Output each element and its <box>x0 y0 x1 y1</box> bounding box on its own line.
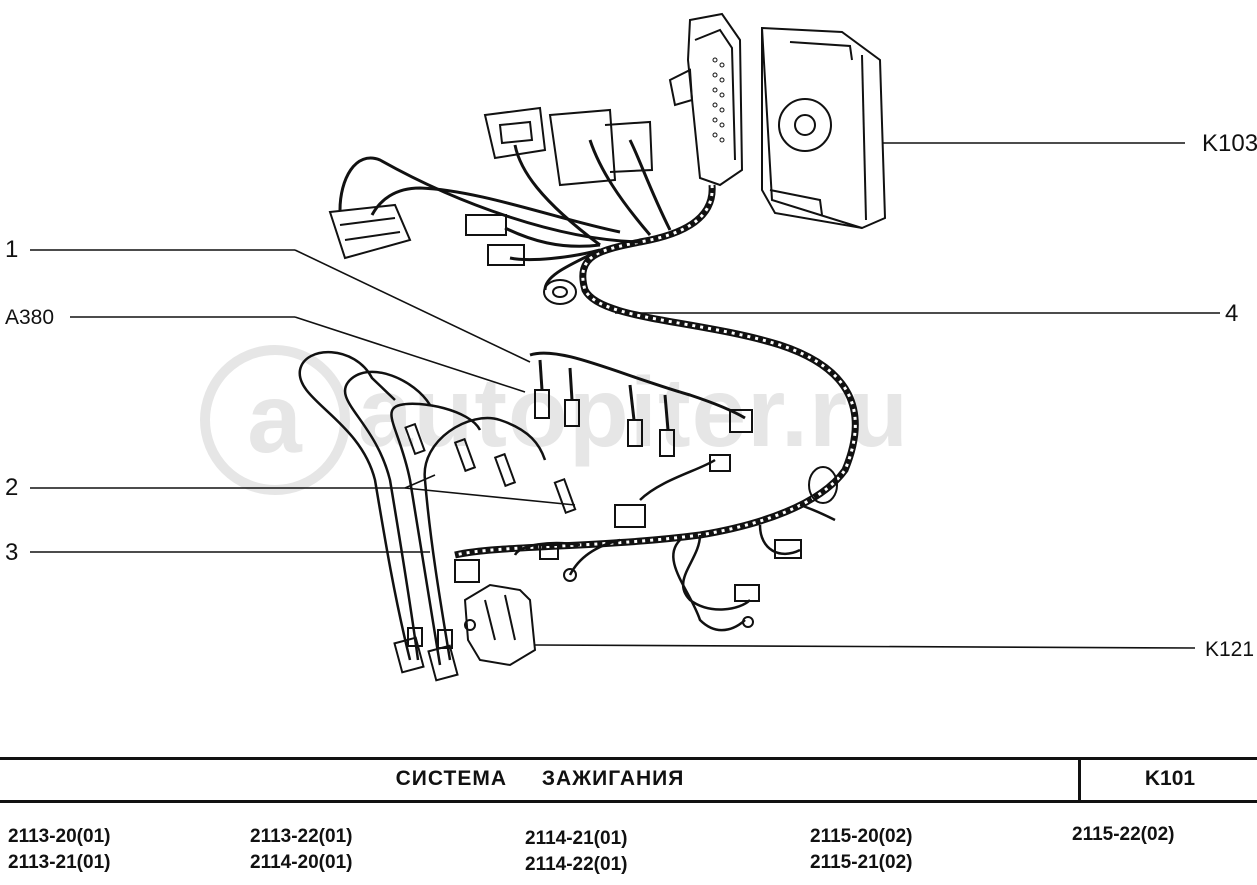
injector-harness <box>529 351 746 431</box>
round-connector <box>543 279 577 305</box>
title-rule-top <box>0 757 1257 760</box>
small-connector-2 <box>487 244 525 266</box>
ecu-connector <box>668 12 744 187</box>
model-code: 2113-20(01) <box>8 826 111 847</box>
sensor-connectors <box>454 454 838 628</box>
label-k103: K103 <box>1202 130 1257 157</box>
model-code: 2115-21(02) <box>810 852 913 873</box>
relay-connector <box>483 106 547 160</box>
model-code: 2115-20(02) <box>810 826 913 847</box>
label-3: 3 <box>5 539 19 566</box>
label-1: 1 <box>5 236 19 263</box>
leader-k121 <box>534 644 1196 649</box>
ecu-module <box>761 26 887 230</box>
label-2: 2 <box>5 474 19 501</box>
title-code: K101 <box>1144 767 1196 790</box>
model-code: 2113-21(01) <box>8 852 111 873</box>
model-code: 2115-22(02) <box>1072 824 1175 845</box>
title-divider <box>1078 757 1081 803</box>
title-text: СИСТЕМА ЗАЖИГАНИЯ <box>395 767 685 790</box>
watermark-at-sign: a <box>200 345 350 495</box>
model-code: 2114-22(01) <box>525 854 628 875</box>
leader-2b <box>404 487 576 506</box>
model-code: 2113-22(01) <box>250 826 353 847</box>
title-rule-bottom <box>0 800 1257 803</box>
ignition-module <box>463 583 537 667</box>
wiring-harness-diagram <box>30 12 1220 682</box>
small-connector-1 <box>465 214 507 236</box>
leader-a380b <box>294 316 526 393</box>
multi-connector-top <box>548 108 654 187</box>
spark-plugs <box>404 422 577 515</box>
leader-1b <box>294 249 531 363</box>
model-code: 2114-20(01) <box>250 852 353 873</box>
ignition-wires <box>298 350 547 666</box>
injectors <box>534 389 753 457</box>
label-a380: A380 <box>5 306 55 329</box>
model-code: 2114-21(01) <box>525 828 628 849</box>
label-4: 4 <box>1225 300 1239 327</box>
label-k121: K121 <box>1205 638 1255 661</box>
connector-block-left <box>328 203 412 260</box>
spark-plug-caps <box>393 627 459 682</box>
